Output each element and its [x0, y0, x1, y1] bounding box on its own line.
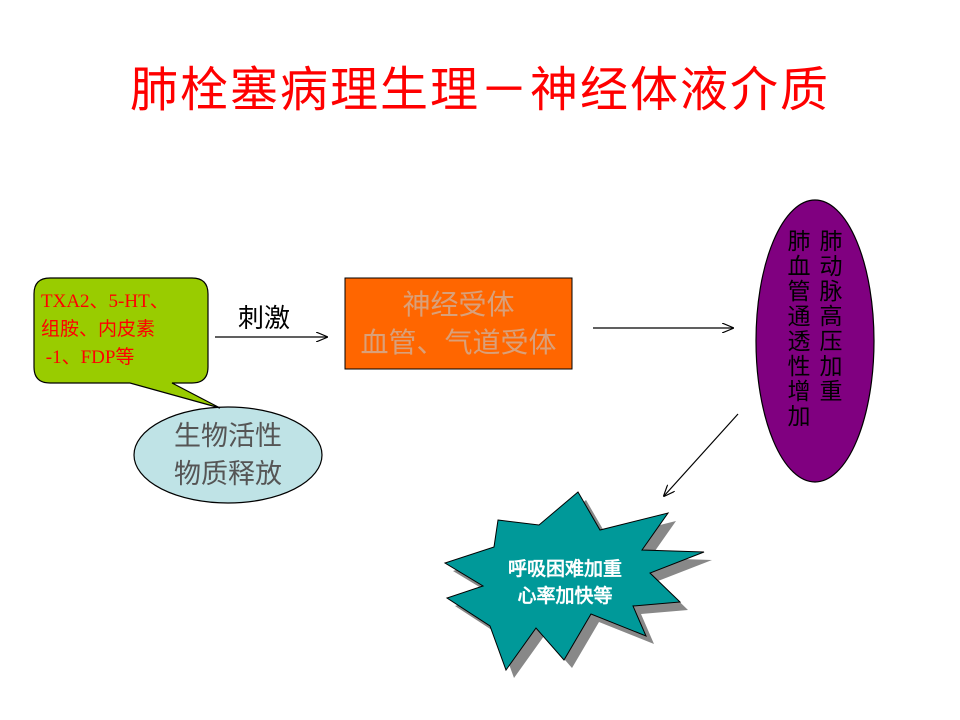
bio-substance-ellipse	[133, 406, 323, 504]
bio-line: 物质释放	[174, 459, 282, 490]
stimulus-label: 刺激	[238, 304, 291, 334]
bio-substance-text: 生物活性 物质释放	[134, 418, 322, 494]
receptor-line: 神经受体	[402, 288, 515, 321]
receptor-box	[344, 277, 573, 370]
symptom-line: 呼吸困难加重	[507, 558, 622, 580]
mediator-callout	[33, 277, 221, 409]
bio-line: 生物活性	[174, 421, 282, 452]
mediator-line: TXA2、5-HT、	[41, 291, 169, 312]
symptom-burst	[443, 491, 705, 672]
mediator-line: -1、FDP等	[41, 347, 135, 368]
mediator-text: TXA2、5-HT、 组胺、内皮素 -1、FDP等	[41, 288, 169, 372]
receptor-line: 血管、气道受体	[360, 326, 557, 359]
symptom-line: 心率加快等	[517, 585, 613, 607]
pulmonary-hypertension-text: 肺动脉高压加重	[819, 229, 843, 405]
mediator-line: 组胺、内皮素	[41, 319, 156, 340]
result-ellipse	[755, 199, 875, 483]
vascular-permeability-text: 肺血管通透性增加	[787, 229, 811, 430]
symptom-text: 呼吸困难加重 心率加快等	[470, 556, 660, 610]
symptom-arrow	[664, 413, 739, 496]
receptor-text: 神经受体 血管、气道受体	[345, 286, 572, 362]
page-title: 肺栓塞病理生理－神经体液介质	[129, 62, 830, 118]
